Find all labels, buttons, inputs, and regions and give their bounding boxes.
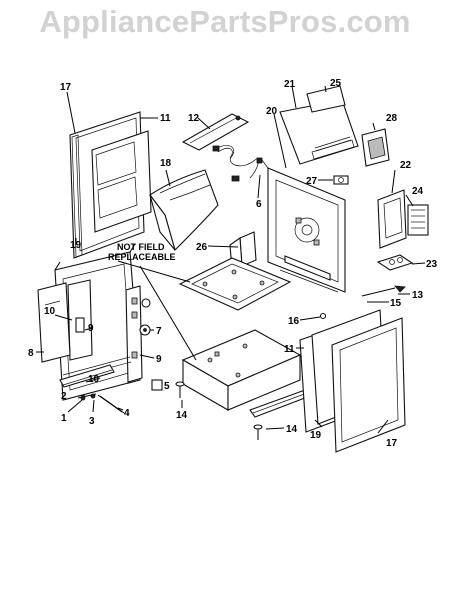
callout-3: 3 bbox=[89, 416, 95, 427]
site-watermark: AppliancePartsPros.com bbox=[39, 4, 411, 39]
callout-1: 1 bbox=[61, 413, 67, 424]
leader-lines bbox=[36, 85, 426, 434]
part-25-label bbox=[306, 85, 346, 113]
part-27-clip bbox=[333, 175, 349, 185]
callout-2: 2 bbox=[61, 391, 67, 402]
leveling-leg-lower bbox=[253, 424, 263, 440]
callout-28: 28 bbox=[386, 113, 398, 124]
part-10-slide bbox=[59, 364, 115, 388]
callout-10-upper: 10 bbox=[44, 306, 56, 317]
callout-6: 6 bbox=[256, 199, 262, 210]
callout-labels: 17 11 12 18 21 25 20 28 27 22 24 6 19 26… bbox=[28, 78, 438, 449]
callout-17-lower: 17 bbox=[386, 438, 398, 449]
feet-hardware bbox=[77, 393, 125, 414]
part-8-panel bbox=[37, 282, 71, 363]
callout-14-lower: 14 bbox=[286, 424, 298, 435]
note-line-2: REPLACEABLE bbox=[108, 252, 176, 262]
part-5-component bbox=[151, 379, 163, 391]
callout-22: 22 bbox=[400, 160, 412, 171]
callout-24: 24 bbox=[412, 186, 424, 197]
oven-floor-plate bbox=[178, 257, 292, 311]
callout-21: 21 bbox=[284, 79, 296, 90]
callout-18: 18 bbox=[160, 158, 172, 169]
lower-oven-door-part bbox=[299, 309, 406, 453]
part-20-rear-panel bbox=[261, 159, 346, 293]
part-13-15-16 bbox=[319, 285, 406, 320]
callout-17-upper: 17 bbox=[60, 82, 72, 93]
callout-4: 4 bbox=[124, 408, 130, 419]
part-18-insulation bbox=[149, 169, 219, 252]
callout-20: 20 bbox=[266, 106, 278, 117]
callout-7: 7 bbox=[156, 326, 162, 337]
callout-11-lower: 11 bbox=[284, 344, 295, 355]
callout-11-upper: 11 bbox=[160, 113, 171, 124]
callout-27: 27 bbox=[306, 176, 318, 187]
note-line-1: NOT FIELD bbox=[117, 242, 165, 252]
callout-13: 13 bbox=[412, 290, 424, 301]
part-23-plate bbox=[376, 254, 414, 271]
part-28-plate bbox=[361, 128, 390, 167]
callout-15: 15 bbox=[390, 298, 402, 309]
callout-23: 23 bbox=[426, 259, 438, 270]
callout-19-lower: 19 bbox=[310, 430, 322, 441]
part-22-bracket bbox=[377, 189, 407, 249]
part-6-wire-harness bbox=[212, 145, 263, 182]
part-12-bracket bbox=[181, 113, 250, 151]
callout-16: 16 bbox=[288, 316, 300, 327]
callout-5: 5 bbox=[164, 381, 170, 392]
callout-8: 8 bbox=[28, 348, 34, 359]
base-pan bbox=[181, 329, 302, 411]
callout-9-lower: 9 bbox=[156, 354, 162, 365]
part-24-terminal-block bbox=[407, 204, 429, 236]
callout-25: 25 bbox=[330, 78, 342, 89]
callout-12: 12 bbox=[188, 113, 200, 124]
upper-oven-door-part bbox=[69, 111, 152, 259]
callout-26: 26 bbox=[196, 242, 208, 253]
part-7-roller bbox=[139, 298, 151, 336]
callout-10-lower: 10 bbox=[88, 374, 100, 385]
callout-19-upper: 19 bbox=[70, 240, 82, 251]
callout-9-upper: 9 bbox=[88, 323, 94, 334]
callout-14-upper: 14 bbox=[176, 410, 188, 421]
leveling-leg-upper bbox=[175, 381, 185, 398]
